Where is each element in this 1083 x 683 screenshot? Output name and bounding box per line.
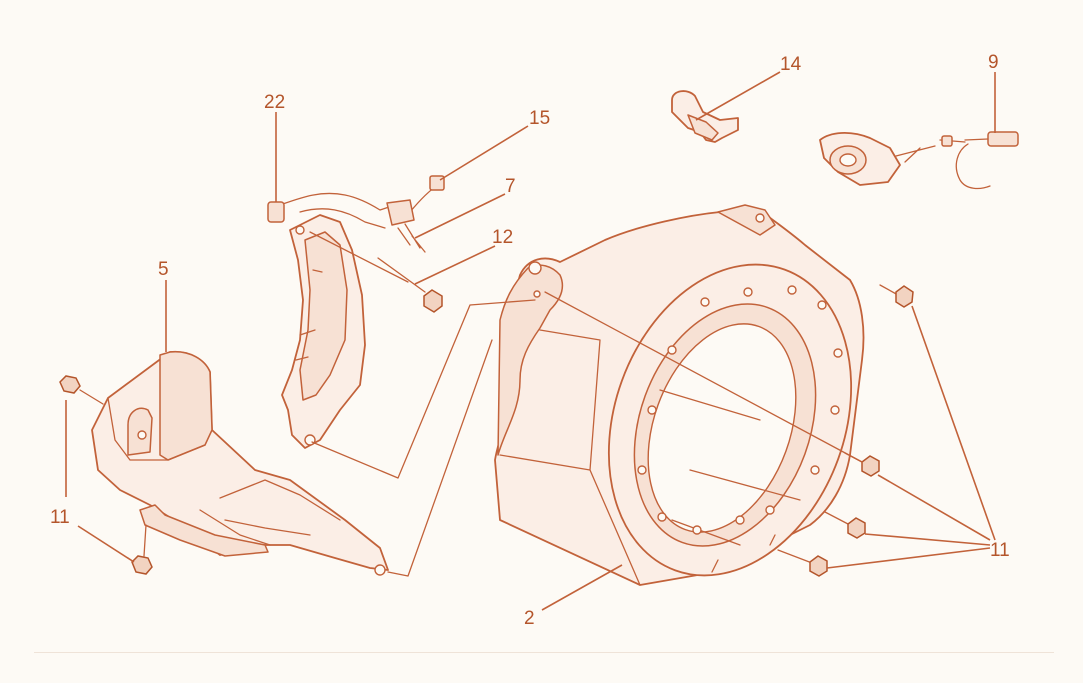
callout-12: 12 [492,227,513,248]
callout-22: 22 [264,92,285,113]
switch-harness-part [819,131,1019,190]
callout-2: 2 [524,608,535,629]
callout-9: 9 [988,52,999,73]
blower-housing-part [494,204,865,586]
callout-5: 5 [158,259,169,280]
assembly-guide-lines [309,231,863,577]
control-bracket-part [267,175,445,449]
callout-11-right: 11 [990,540,1010,561]
callout-7: 7 [505,176,516,197]
guard-plate-part [91,350,389,576]
callout-15: 15 [529,108,550,129]
bolt-set [59,284,914,577]
leader-lines [65,71,996,611]
footer-divider [34,652,1054,653]
callout-14: 14 [780,54,802,75]
clip-part [671,90,739,143]
callout-11-left: 11 [50,507,70,528]
callout-labels: 22 15 7 12 5 14 9 11 11 2 [50,52,1010,629]
